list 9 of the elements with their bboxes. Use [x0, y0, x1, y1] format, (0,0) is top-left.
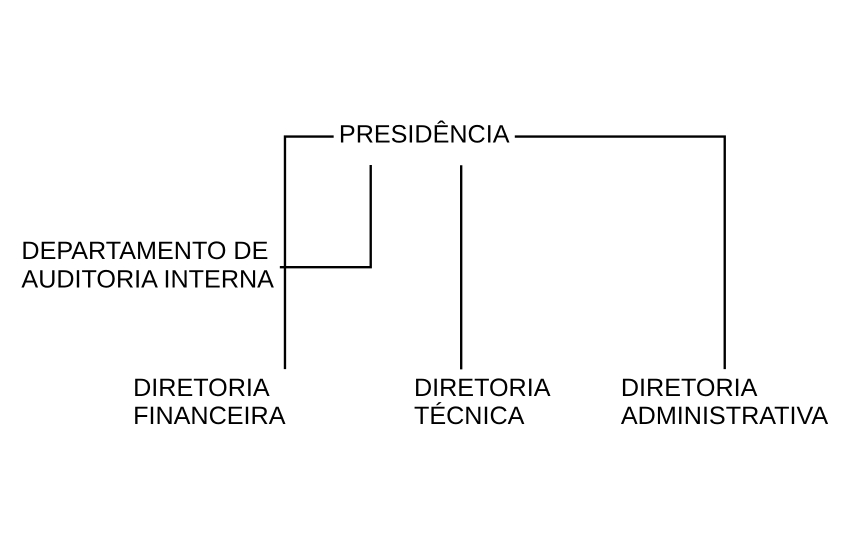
- node-text: DEPARTAMENTO DE AUDITORIA INTERNA: [21, 237, 274, 294]
- node-text: DIRETORIA TÉCNICA: [414, 374, 551, 430]
- node-text: PRESIDÊNCIA: [338, 120, 510, 149]
- node-text: DIRETORIA ADMINISTRATIVA: [620, 374, 828, 430]
- connector: [514, 135, 726, 370]
- node-text: DIRETORIA FINANCEIRA: [133, 374, 286, 430]
- connector: [284, 135, 334, 370]
- connector: [460, 165, 462, 370]
- connector: [280, 164, 372, 268]
